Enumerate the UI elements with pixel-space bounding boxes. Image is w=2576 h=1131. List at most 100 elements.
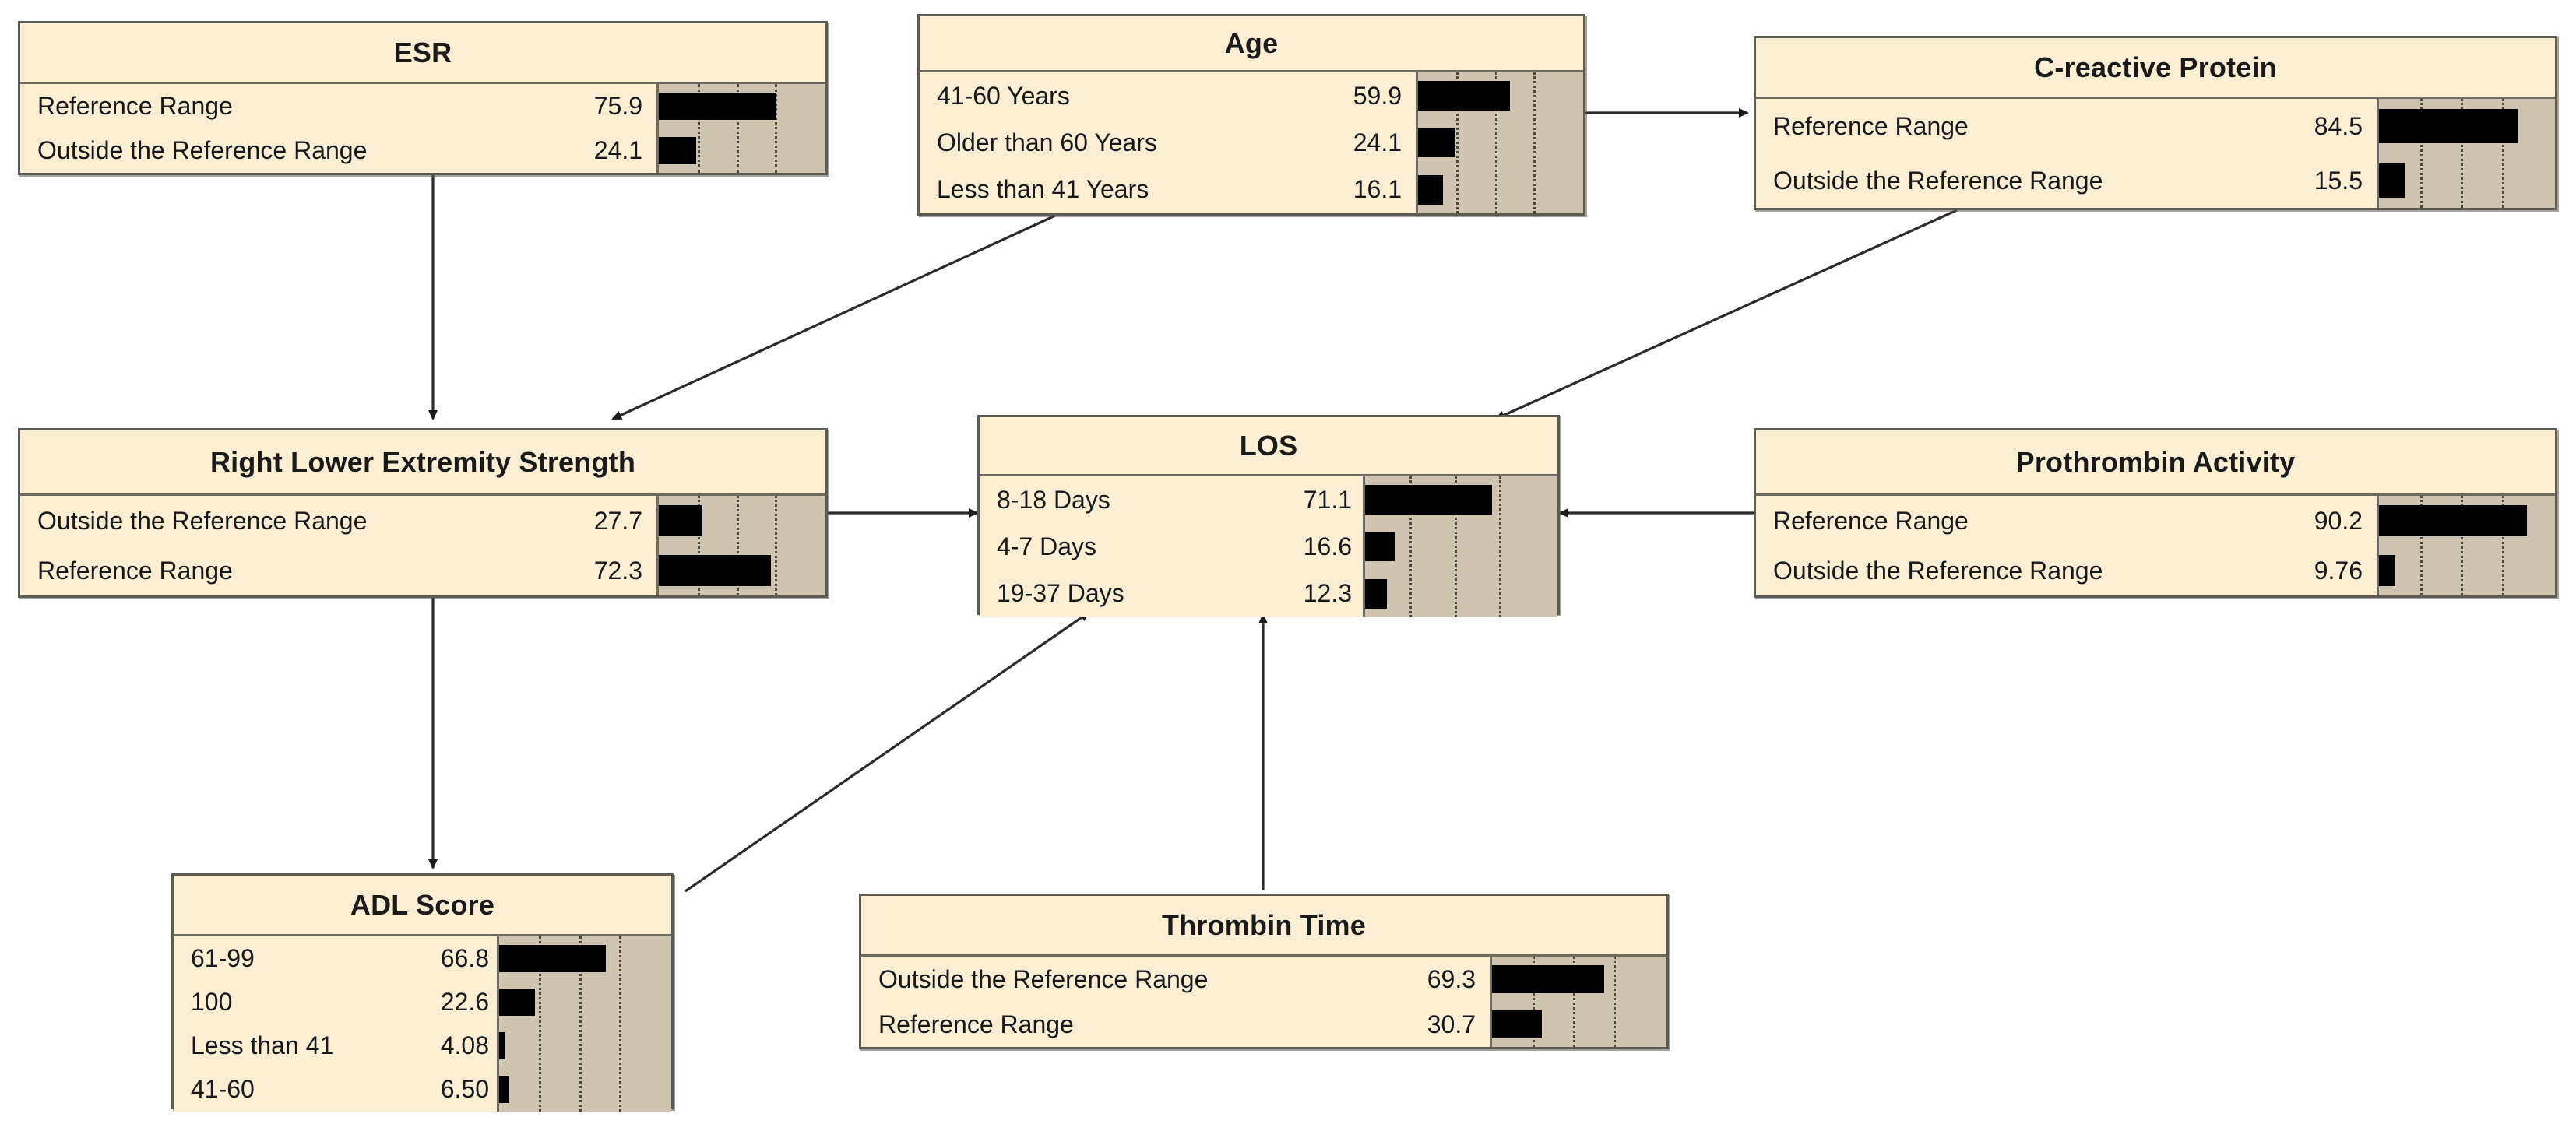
node-prothrombin-title: Prothrombin Activity (1756, 430, 2555, 496)
gridline-75 (1499, 476, 1502, 617)
node-adl[interactable]: ADL Score 61-99 66.8 100 22.6 Less than … (171, 873, 674, 1112)
gridline-25 (697, 84, 700, 173)
bar (659, 555, 771, 586)
node-los-title: LOS (980, 417, 1557, 476)
table-row[interactable]: Reference Range 72.3 (20, 546, 656, 595)
bar-row (659, 128, 825, 173)
node-crp[interactable]: C-reactive Protein Reference Range 84.5 … (1754, 36, 2557, 210)
bar-row (499, 980, 671, 1024)
node-thrombin-title: Thrombin Time (861, 896, 1666, 957)
table-row[interactable]: 19-37 Days 12.3 (980, 571, 1363, 617)
node-los-body: 8-18 Days 71.1 4-7 Days 16.6 19-37 Days … (980, 476, 1557, 617)
bar (659, 505, 702, 536)
bar (1365, 532, 1395, 562)
node-prothrombin-bars (2379, 496, 2555, 595)
bar-row (1365, 476, 1557, 523)
bar (1365, 579, 1388, 609)
table-row[interactable]: Outside the Reference Range 9.76 (1756, 546, 2377, 595)
node-crp-bars (2379, 99, 2555, 208)
gridline-25 (2419, 99, 2423, 208)
bar (1418, 175, 1443, 205)
table-row[interactable]: Outside the Reference Range 69.3 (861, 957, 1490, 1002)
bar-row (2379, 153, 2555, 208)
gridline-50 (2461, 99, 2464, 208)
table-row[interactable]: 4-7 Days 16.6 (980, 523, 1363, 570)
table-row[interactable]: Reference Range 30.7 (861, 1002, 1490, 1047)
gridline-75 (619, 936, 622, 1112)
node-age-body: 41-60 Years 59.9 Older than 60 Years 24.… (920, 72, 1583, 213)
gridline-50 (736, 496, 739, 595)
node-los[interactable]: LOS 8-18 Days 71.1 4-7 Days 16.6 19-37 D… (977, 415, 1560, 617)
node-age-bars (1418, 72, 1583, 213)
node-rle-bars (659, 496, 825, 595)
row-label: Older than 60 Years (937, 128, 1157, 156)
node-age[interactable]: Age 41-60 Years 59.9 Older than 60 Years… (917, 14, 1585, 216)
node-age-rows: 41-60 Years 59.9 Older than 60 Years 24.… (920, 72, 1418, 213)
row-value: 75.9 (593, 92, 642, 120)
bar-row (499, 1024, 671, 1068)
table-row[interactable]: 61-99 66.8 (174, 936, 497, 980)
row-value: 71.1 (1303, 485, 1352, 514)
table-row[interactable]: Reference Range 90.2 (1756, 496, 2377, 546)
gridline-25 (1456, 72, 1459, 213)
row-value: 72.3 (593, 556, 642, 585)
node-los-bars (1365, 476, 1557, 617)
table-row[interactable]: 41-60 6.50 (174, 1068, 497, 1112)
gridline-50 (2461, 496, 2464, 595)
table-row[interactable]: Less than 41 Years 16.1 (920, 167, 1416, 213)
bar-row (2379, 546, 2555, 595)
row-value: 4.08 (440, 1031, 489, 1060)
row-value: 16.6 (1303, 532, 1352, 560)
bar (1418, 81, 1511, 111)
row-label: Outside the Reference Range (878, 964, 1209, 993)
gridline-25 (1533, 957, 1536, 1047)
node-rle-title: Right Lower Extremity Strength (20, 430, 825, 496)
gridline-50 (1454, 476, 1457, 617)
edge-age-to-rle (611, 214, 1056, 420)
table-row[interactable]: Less than 41 4.08 (174, 1024, 497, 1068)
row-label: Outside the Reference Range (1773, 556, 2103, 585)
table-row[interactable]: 8-18 Days 71.1 (980, 476, 1363, 523)
bar-row (499, 936, 671, 980)
row-label: Less than 41 (191, 1031, 334, 1060)
bar-row (1418, 119, 1583, 166)
row-value: 24.1 (1353, 128, 1402, 156)
bar (499, 944, 607, 972)
bar (2379, 505, 2527, 536)
node-rle-rows: Outside the Reference Range 27.7 Referen… (20, 496, 659, 595)
node-adl-rows: 61-99 66.8 100 22.6 Less than 41 4.08 41… (174, 936, 499, 1112)
bar-row (499, 1068, 671, 1112)
row-label: 4-7 Days (997, 532, 1097, 560)
node-rle[interactable]: Right Lower Extremity Strength Outside t… (18, 428, 828, 598)
bar (499, 988, 536, 1016)
row-label: Outside the Reference Range (37, 506, 368, 535)
table-row[interactable]: Outside the Reference Range 15.5 (1756, 153, 2377, 208)
bar-row (659, 496, 825, 546)
table-row[interactable]: Outside the Reference Range 24.1 (20, 128, 656, 173)
table-row[interactable]: 100 22.6 (174, 980, 497, 1024)
gridline-25 (2419, 496, 2423, 595)
row-label: 19-37 Days (997, 579, 1124, 608)
row-label: Reference Range (1773, 111, 1969, 140)
bar-row (659, 84, 825, 128)
table-row[interactable]: Older than 60 Years 24.1 (920, 119, 1416, 166)
row-value: 69.3 (1427, 964, 1476, 993)
gridline-50 (736, 84, 739, 173)
gridline-75 (775, 84, 778, 173)
gridline-50 (1494, 72, 1497, 213)
bar-row (1492, 1002, 1666, 1047)
node-prothrombin[interactable]: Prothrombin Activity Reference Range 90.… (1754, 428, 2557, 598)
node-crp-rows: Reference Range 84.5 Outside the Referen… (1756, 99, 2379, 208)
bar-row (1492, 957, 1666, 1002)
bar-row (1418, 72, 1583, 119)
node-thrombin[interactable]: Thrombin Time Outside the Reference Rang… (859, 894, 1669, 1049)
bar-row (2379, 496, 2555, 546)
bar (2379, 109, 2518, 143)
table-row[interactable]: Reference Range 75.9 (20, 84, 656, 128)
gridline-75 (2501, 496, 2504, 595)
row-value: 27.7 (593, 506, 642, 535)
table-row[interactable]: Reference Range 84.5 (1756, 99, 2377, 153)
table-row[interactable]: Outside the Reference Range 27.7 (20, 496, 656, 546)
table-row[interactable]: 41-60 Years 59.9 (920, 72, 1416, 119)
node-esr[interactable]: ESR Reference Range 75.9 Outside the Ref… (18, 21, 828, 175)
